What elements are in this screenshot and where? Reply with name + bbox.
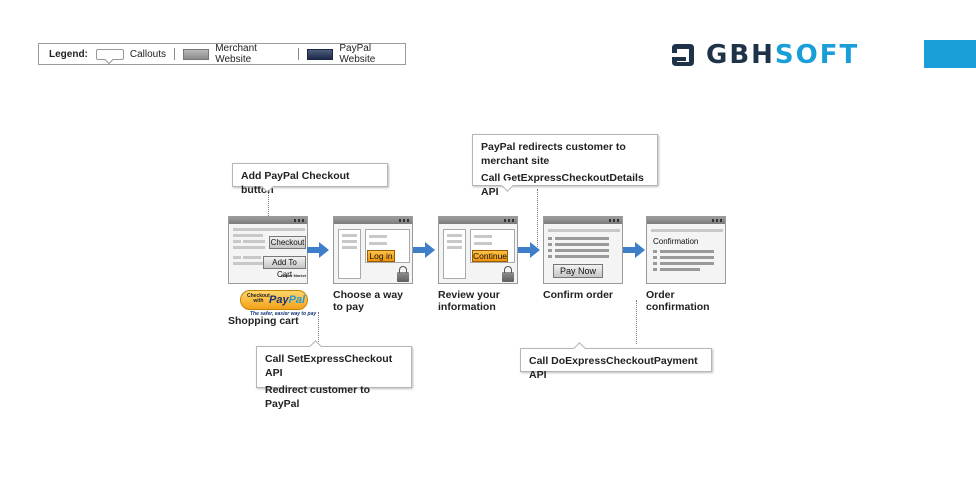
callout-connector <box>636 300 637 344</box>
logo-wordmark: GBHSOFT <box>706 40 860 70</box>
window-titlebar <box>439 217 517 224</box>
legend-item-paypal: PayPal Website <box>307 43 405 65</box>
callout-connector <box>268 190 269 216</box>
legend-divider <box>298 48 300 60</box>
continue-button: Continue <box>472 250 508 262</box>
paypal-tagline: The safer, easier way to pay <box>250 311 317 317</box>
flow-arrow-icon <box>307 242 329 258</box>
legend-title: Legend: <box>49 48 88 60</box>
merchant-swatch <box>182 48 210 60</box>
callout-connector <box>537 189 538 249</box>
pay-now-button: Pay Now <box>553 264 603 278</box>
screen-small-text: Super Market <box>281 273 307 278</box>
paypal-logo: PayPal <box>269 294 306 306</box>
step-label-shopping-cart: Shopping cart <box>228 315 299 327</box>
paypal-swatch <box>307 48 334 60</box>
window-titlebar <box>647 217 725 224</box>
screen-choose-way-to-pay: Log in <box>333 216 413 284</box>
screen-order-confirmation: Confirmation <box>646 216 726 284</box>
corner-accent-bar <box>924 40 976 68</box>
screen-review-information: Continue <box>438 216 518 284</box>
flow-arrow-icon <box>623 242 645 258</box>
step-label-confirm-order: Confirm order <box>543 289 614 301</box>
lock-icon <box>502 266 514 282</box>
flow-arrow-icon <box>518 242 540 258</box>
window-titlebar <box>334 217 412 224</box>
window-titlebar <box>544 217 622 224</box>
legend-item-merchant: Merchant Website <box>182 43 290 65</box>
window-titlebar <box>229 217 307 224</box>
callout-set-express-checkout: Call SetExpressCheckout API Redirect cus… <box>256 346 412 410</box>
add-to-cart-button: Add To Cart <box>263 256 306 279</box>
gbhsoft-logo: GBHSOFT <box>668 40 859 70</box>
legend: Legend: Callouts Merchant Website PayPal… <box>38 43 406 65</box>
callout-redirect-back: PayPal redirects customer to merchant si… <box>472 134 658 198</box>
legend-label: PayPal Website <box>339 43 376 65</box>
checkout-button: Checkout <box>269 236 306 249</box>
screen-shopping-cart: Checkout Add To Cart Super Market <box>228 216 308 284</box>
confirmation-title: Confirmation <box>653 237 699 246</box>
logo-mark-icon <box>672 44 694 66</box>
legend-divider <box>174 48 175 60</box>
callout-do-express-checkout: Call DoExpressCheckoutPayment API <box>520 348 712 381</box>
legend-label: Merchant Website <box>215 43 257 65</box>
callout-swatch <box>95 48 124 60</box>
screen-confirm-order: Pay Now <box>543 216 623 284</box>
callout-add-checkout-button: Add PayPal Checkout button <box>232 163 388 196</box>
flow-arrow-icon <box>413 242 435 258</box>
legend-label: Callouts <box>129 48 167 60</box>
login-button: Log in <box>367 250 395 262</box>
callout-connector <box>318 312 319 344</box>
legend-item-callouts: Callouts <box>95 48 167 60</box>
lock-icon <box>397 266 409 282</box>
